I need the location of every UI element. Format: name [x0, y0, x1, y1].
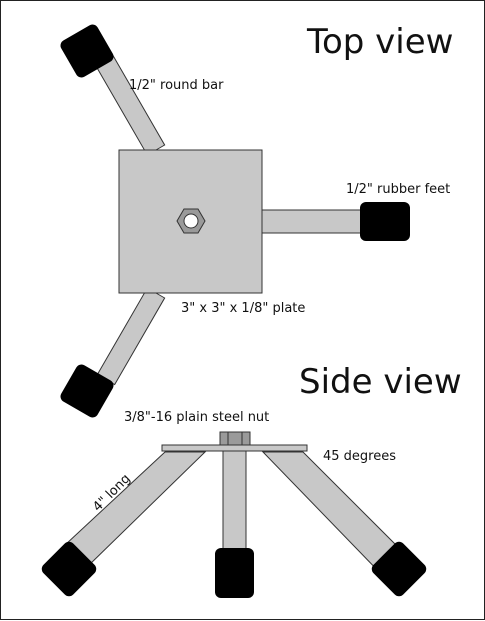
side-foot-right	[371, 541, 427, 597]
label-round-bar: 1/2" round bar	[129, 78, 224, 93]
side-foot-left	[41, 541, 97, 597]
top-bar-right	[260, 209, 364, 234]
side-foot-center	[215, 548, 254, 598]
top-view-title: Top view	[306, 22, 453, 62]
side-bar-left	[64, 451, 207, 568]
label-angle: 45 degrees	[323, 449, 396, 464]
side-view-title: Side view	[299, 362, 462, 402]
side-plate	[161, 444, 308, 452]
side-view: Side view 3/8"-16 plain steel nut 45 deg…	[41, 362, 462, 598]
top-bar-lower-left	[96, 287, 166, 386]
side-nut-icon	[219, 431, 251, 446]
top-nut-hole	[183, 213, 199, 229]
top-foot-lower-left	[60, 364, 114, 418]
top-foot-right	[360, 202, 410, 241]
top-view: Top view 1/2" round bar 1/2" rubber feet…	[60, 22, 453, 418]
top-bar-upper-left	[94, 53, 166, 156]
top-foot-upper-left	[60, 24, 114, 78]
label-plate: 3" x 3" x 1/8" plate	[181, 301, 305, 316]
label-nut: 3/8"-16 plain steel nut	[124, 410, 269, 425]
label-rubber-feet: 1/2" rubber feet	[346, 182, 450, 197]
side-bar-center	[222, 450, 247, 552]
